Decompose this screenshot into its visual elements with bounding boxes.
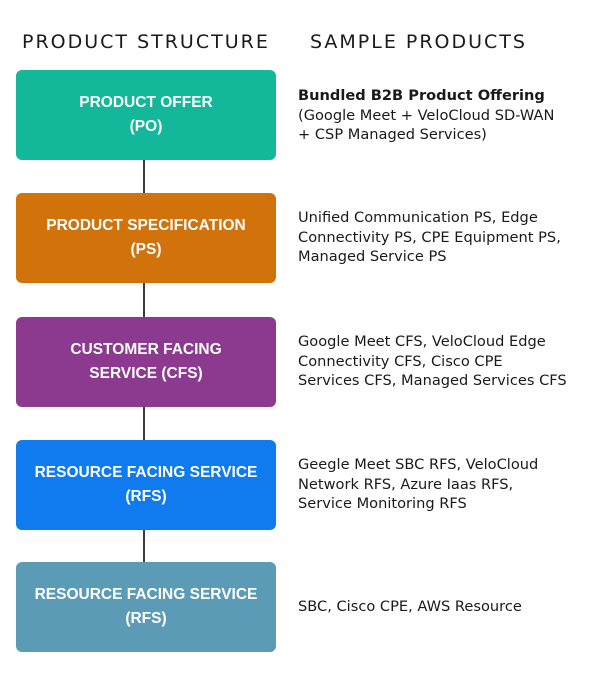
connector-line-1 xyxy=(143,159,145,194)
sample-line: + CSP Managed Services) xyxy=(298,126,487,143)
product-specification-box: PRODUCT SPECIFICATION (PS) xyxy=(16,193,276,283)
sample-line: Connectivity CFS, Cisco CPE xyxy=(298,352,503,370)
box-label-line: CUSTOMER FACING xyxy=(70,341,222,358)
sample-line: Unified Communication PS, Edge xyxy=(298,209,538,226)
sample-line: SBC, Cisco CPE, AWS Resource xyxy=(298,598,522,615)
customer-facing-service-box: CUSTOMER FACING SERVICE (CFS) xyxy=(16,317,276,407)
connector-line-2 xyxy=(143,282,145,318)
sample-products-header: SAMPLE PRODUCTS xyxy=(310,31,527,53)
sample-title: Bundled B2B Product Offering xyxy=(298,87,545,104)
product-specification-samples: Unified Communication PS, Edge Connectiv… xyxy=(298,208,588,267)
box-label-line: PRODUCT SPECIFICATION xyxy=(46,217,246,234)
sample-line: (Google Meet + VeloCloud SD-WAN xyxy=(298,106,555,124)
box-label-line: RESOURCE FACING SERVICE xyxy=(34,464,258,481)
product-offer-samples: Bundled B2B Product Offering (Google Mee… xyxy=(298,86,588,145)
connector-line-3 xyxy=(143,406,145,441)
box-label-line: (RFS) xyxy=(125,610,167,627)
resource-facing-service-box-2: RESOURCE FACING SERVICE (RFS) xyxy=(16,562,276,652)
sample-line: Services CFS, Managed Services CFS xyxy=(298,372,567,389)
box-label-line: (PO) xyxy=(129,118,163,135)
sample-line: Service Monitoring RFS xyxy=(298,495,467,512)
box-label-line: (RFS) xyxy=(125,488,167,505)
resource-facing-service-samples: Geegle Meet SBC RFS, VeloCloud Network R… xyxy=(298,455,588,514)
sample-line: Connectivity PS, CPE Equipment PS, xyxy=(298,228,561,246)
product-offer-box: PRODUCT OFFER (PO) xyxy=(16,70,276,160)
box-label-line: RESOURCE FACING SERVICE xyxy=(34,586,258,603)
box-label-line: (PS) xyxy=(130,241,162,258)
box-label-line: SERVICE (CFS) xyxy=(89,365,203,382)
customer-facing-service-samples: Google Meet CFS, VeloCloud Edge Connecti… xyxy=(298,332,588,391)
resource-samples: SBC, Cisco CPE, AWS Resource xyxy=(298,597,588,617)
sample-line: Managed Service PS xyxy=(298,248,447,265)
connector-line-4 xyxy=(143,529,145,563)
sample-line: Geegle Meet SBC RFS, VeloCloud xyxy=(298,456,539,473)
resource-facing-service-box: RESOURCE FACING SERVICE (RFS) xyxy=(16,440,276,530)
sample-line: Google Meet CFS, VeloCloud Edge xyxy=(298,333,546,350)
sample-line: Network RFS, Azure Iaas RFS, xyxy=(298,475,514,493)
box-label-line: PRODUCT OFFER xyxy=(79,94,213,111)
product-structure-header: PRODUCT STRUCTURE xyxy=(22,31,270,53)
